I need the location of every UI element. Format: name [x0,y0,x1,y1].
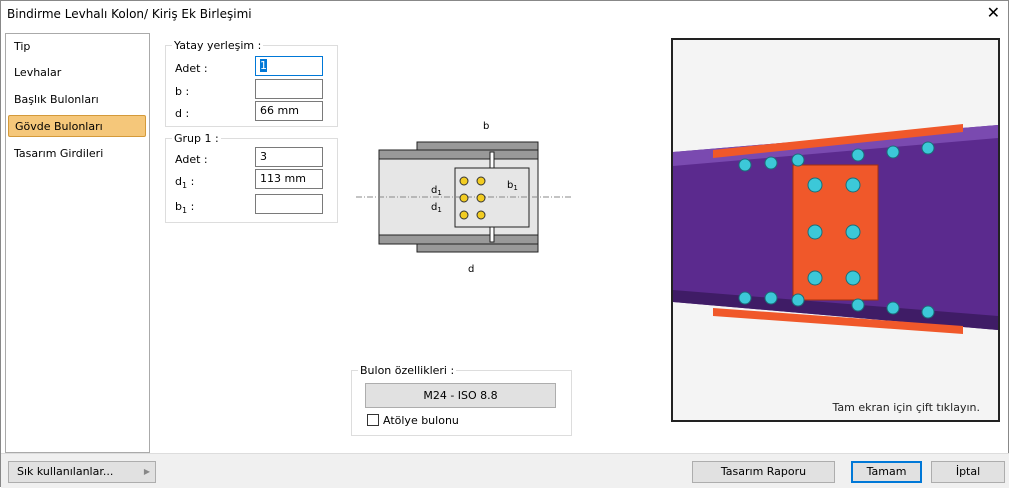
b1-label: b1 : [175,200,195,216]
sidebar-item-tip[interactable]: Tip [14,40,31,53]
3d-connection-render [673,124,998,334]
footer-bar: Sık kullanılanlar... ▶ Tasarım Raporu Tam… [1,453,1009,488]
fullscreen-hint: Tam ekran için çift tıklayın. [832,401,980,414]
sidebar-item-govde-bulonlari[interactable]: Gövde Bulonları [8,115,146,137]
d1-input[interactable]: 113 mm [255,169,323,189]
ok-button[interactable]: Tamam [851,461,922,483]
grup1-group: Grup 1 : [165,132,338,223]
favorites-label: Sık kullanılanlar... [17,465,114,478]
d1-label: d1 : [175,175,195,191]
bolt-type-button[interactable]: M24 - ISO 8.8 [365,383,556,408]
atolye-bulonu-label: Atölye bulonu [383,414,459,427]
favorites-button[interactable]: Sık kullanılanlar... ▶ [8,461,156,483]
sidebar-item-tasarim-girdileri[interactable]: Tasarım Girdileri [14,147,104,160]
yatay-legend: Yatay yerleşim : [174,39,262,52]
sidebar: Tip Levhalar Başlık Bulonları Gövde Bulo… [5,33,150,453]
sidebar-item-levhalar[interactable]: Levhalar [14,66,62,79]
grup-adet-label: Adet : [175,153,208,166]
diagram-d1-label-1: d1 [431,185,442,197]
adet-label: Adet : [175,62,208,75]
d-input[interactable]: 66 mm [255,101,323,121]
b-label: b : [175,85,190,98]
diagram-b1-label: b1 [507,180,518,192]
sidebar-item-baslik-bulonlari[interactable]: Başlık Bulonları [14,93,99,106]
chevron-right-icon: ▶ [143,467,150,476]
bulon-ozellikleri-group: Bulon özellikleri : [351,364,572,436]
cancel-button[interactable]: İptal [931,461,1005,483]
diagram-d1-label-2: d1 [431,202,442,214]
bolt-layout-diagram: b d d1 d1 b1 [356,121,571,275]
yatay-yerlesim-group: Yatay yerleşim : [165,39,338,127]
b-input[interactable] [255,79,323,99]
3d-preview[interactable]: Tam ekran için çift tıklayın. [671,38,1000,422]
adet-input[interactable]: 1 [255,56,323,76]
grup-adet-input[interactable]: 3 [255,147,323,167]
grup1-legend: Grup 1 : [174,132,219,145]
bulon-legend: Bulon özellikleri : [360,364,455,377]
diagram-d-label: d [468,264,474,275]
window-title: Bindirme Levhalı Kolon/ Kiriş Ek Birleşi… [7,7,252,21]
d-label: d : [175,107,190,120]
design-report-button[interactable]: Tasarım Raporu [692,461,835,483]
b1-input[interactable] [255,194,323,214]
close-icon[interactable]: ✕ [986,3,1000,22]
diagram-b-label: b [483,121,489,132]
atolye-bulonu-checkbox[interactable] [367,414,379,426]
adet-value: 1 [260,59,267,72]
